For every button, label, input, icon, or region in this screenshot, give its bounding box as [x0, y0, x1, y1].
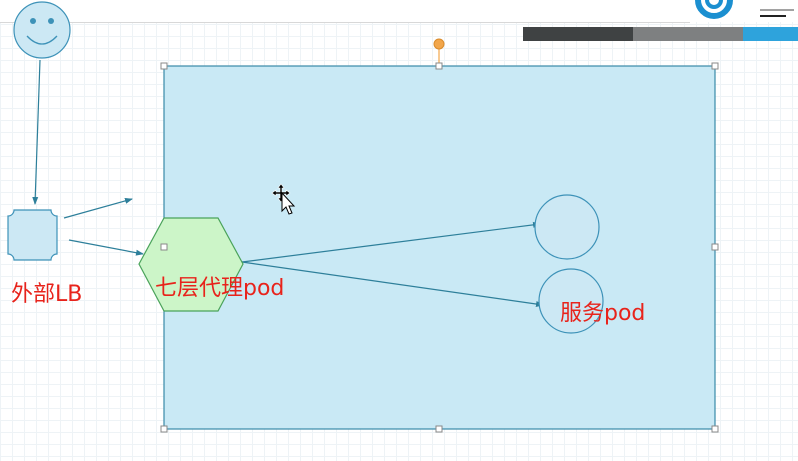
stripe-segment-gray — [633, 27, 743, 41]
smiley-face-icon[interactable] — [13, 1, 71, 59]
service-pod-circle-1[interactable] — [534, 194, 600, 260]
resize-handle-ne[interactable] — [711, 62, 719, 70]
color-stripe — [523, 27, 798, 41]
top-toolbar-strip — [0, 0, 690, 23]
resize-handle-w[interactable] — [160, 243, 168, 251]
l7-proxy-hexagon[interactable] — [138, 217, 244, 312]
resize-handle-n[interactable] — [435, 62, 443, 70]
external-lb-label: 外部LB — [11, 282, 83, 307]
stripe-segment-dark — [523, 27, 633, 41]
move-cursor-icon — [271, 183, 296, 215]
resize-handle-sw[interactable] — [160, 425, 168, 433]
brand-logo-icon — [695, 0, 794, 19]
resize-handle-e[interactable] — [711, 243, 719, 251]
edge-proxy-to-service-2 — [241, 261, 544, 307]
resize-handle-se[interactable] — [711, 425, 719, 433]
octagon-shape-icon[interactable] — [7, 209, 58, 261]
resize-handle-nw[interactable] — [160, 62, 168, 70]
edge-lb-to-proxy — [68, 239, 144, 256]
edge-user-to-lb — [32, 59, 41, 205]
service-pod-label: 服务pod — [560, 301, 646, 326]
resize-handle-s[interactable] — [435, 425, 443, 433]
service-pod-circle-2[interactable] — [538, 268, 604, 334]
brand-logo-area — [690, 0, 798, 22]
cluster-container[interactable] — [163, 65, 716, 430]
stripe-segment-blue — [743, 27, 798, 41]
l7-proxy-label: 七层代理pod — [155, 276, 285, 301]
edge-proxy-to-service-1 — [241, 221, 541, 263]
selection-handles[interactable] — [160, 38, 719, 433]
edge-lb-outgoing — [63, 197, 133, 219]
rotate-handle[interactable] — [433, 38, 445, 50]
